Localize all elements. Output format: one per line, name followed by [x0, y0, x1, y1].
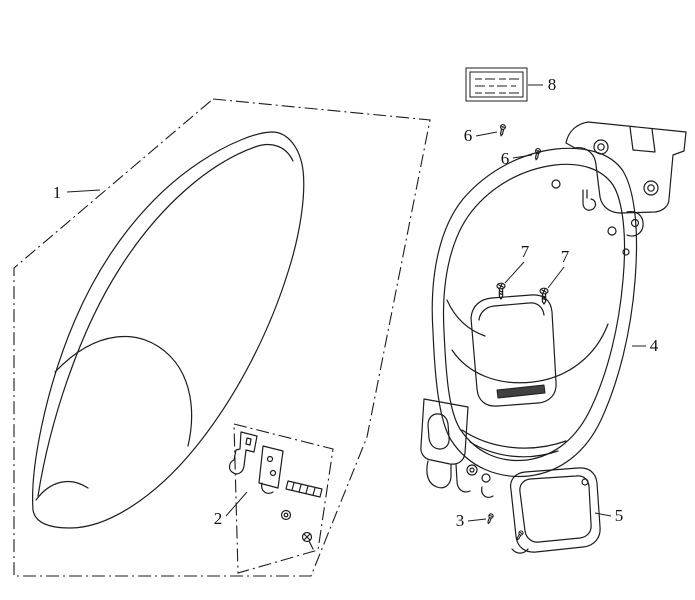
- latch-hook-1: [426, 460, 452, 489]
- flange-hole-1: [593, 139, 609, 155]
- callout-2: 2: [214, 491, 248, 528]
- callout-1: 1: [53, 183, 101, 202]
- callouts: 1 2 3 4 5 6 6 7: [53, 75, 659, 530]
- callout-7a: 7: [504, 242, 530, 284]
- screw-3-icon: [485, 512, 495, 525]
- callout-6b: 6: [501, 149, 533, 168]
- lock-bracket-boundary: [233, 423, 334, 574]
- front-lip-1: [461, 429, 567, 449]
- latch-pin: [466, 464, 478, 476]
- svg-text:2: 2: [214, 509, 223, 528]
- svg-text:6: 6: [464, 126, 473, 145]
- mount-flange: [565, 121, 687, 214]
- seat-lock-bracket-assembly: [228, 431, 323, 550]
- svg-text:7: 7: [521, 242, 530, 261]
- svg-text:4: 4: [650, 336, 659, 355]
- svg-text:3: 3: [456, 511, 465, 530]
- luggage-box: [420, 121, 687, 499]
- screw-6b-icon: [533, 147, 542, 161]
- box-wall-curve: [446, 299, 486, 337]
- side-tab: [626, 211, 644, 237]
- callout-3: 3: [456, 511, 487, 530]
- flange-notch: [629, 126, 656, 153]
- latch-plate: [420, 398, 469, 465]
- rim-hole-1: [551, 179, 561, 189]
- svg-text:1: 1: [53, 183, 62, 202]
- inspection-lid: [510, 467, 601, 554]
- flange-hole-2: [643, 180, 659, 196]
- svg-text:5: 5: [615, 506, 624, 525]
- svg-text:8: 8: [548, 75, 557, 94]
- callout-6a: 6: [464, 126, 498, 145]
- front-lip-2: [469, 441, 559, 458]
- screw-6a-icon: [498, 123, 507, 137]
- svg-text:6: 6: [501, 149, 510, 168]
- callout-8: 8: [528, 75, 556, 94]
- box-floor-curve: [451, 323, 609, 384]
- helmet-recess-inner: [478, 302, 545, 321]
- helmet-recess: [470, 294, 557, 407]
- latch-slot: [427, 413, 450, 450]
- svg-text:7: 7: [561, 247, 570, 266]
- hinge-hook: [582, 189, 597, 211]
- label-sticker: [465, 67, 528, 102]
- box-outer-rim: [431, 147, 638, 478]
- box-inner-rim: [442, 163, 626, 462]
- recess-strip: [496, 384, 546, 399]
- latch-hook-2: [455, 463, 471, 493]
- seat: [32, 131, 305, 529]
- rim-hole-2: [607, 226, 617, 236]
- callout-5: 5: [594, 506, 624, 525]
- callout-7b: 7: [547, 247, 570, 289]
- seat-group-boundary: [13, 98, 431, 577]
- callout-4: 4: [632, 336, 659, 355]
